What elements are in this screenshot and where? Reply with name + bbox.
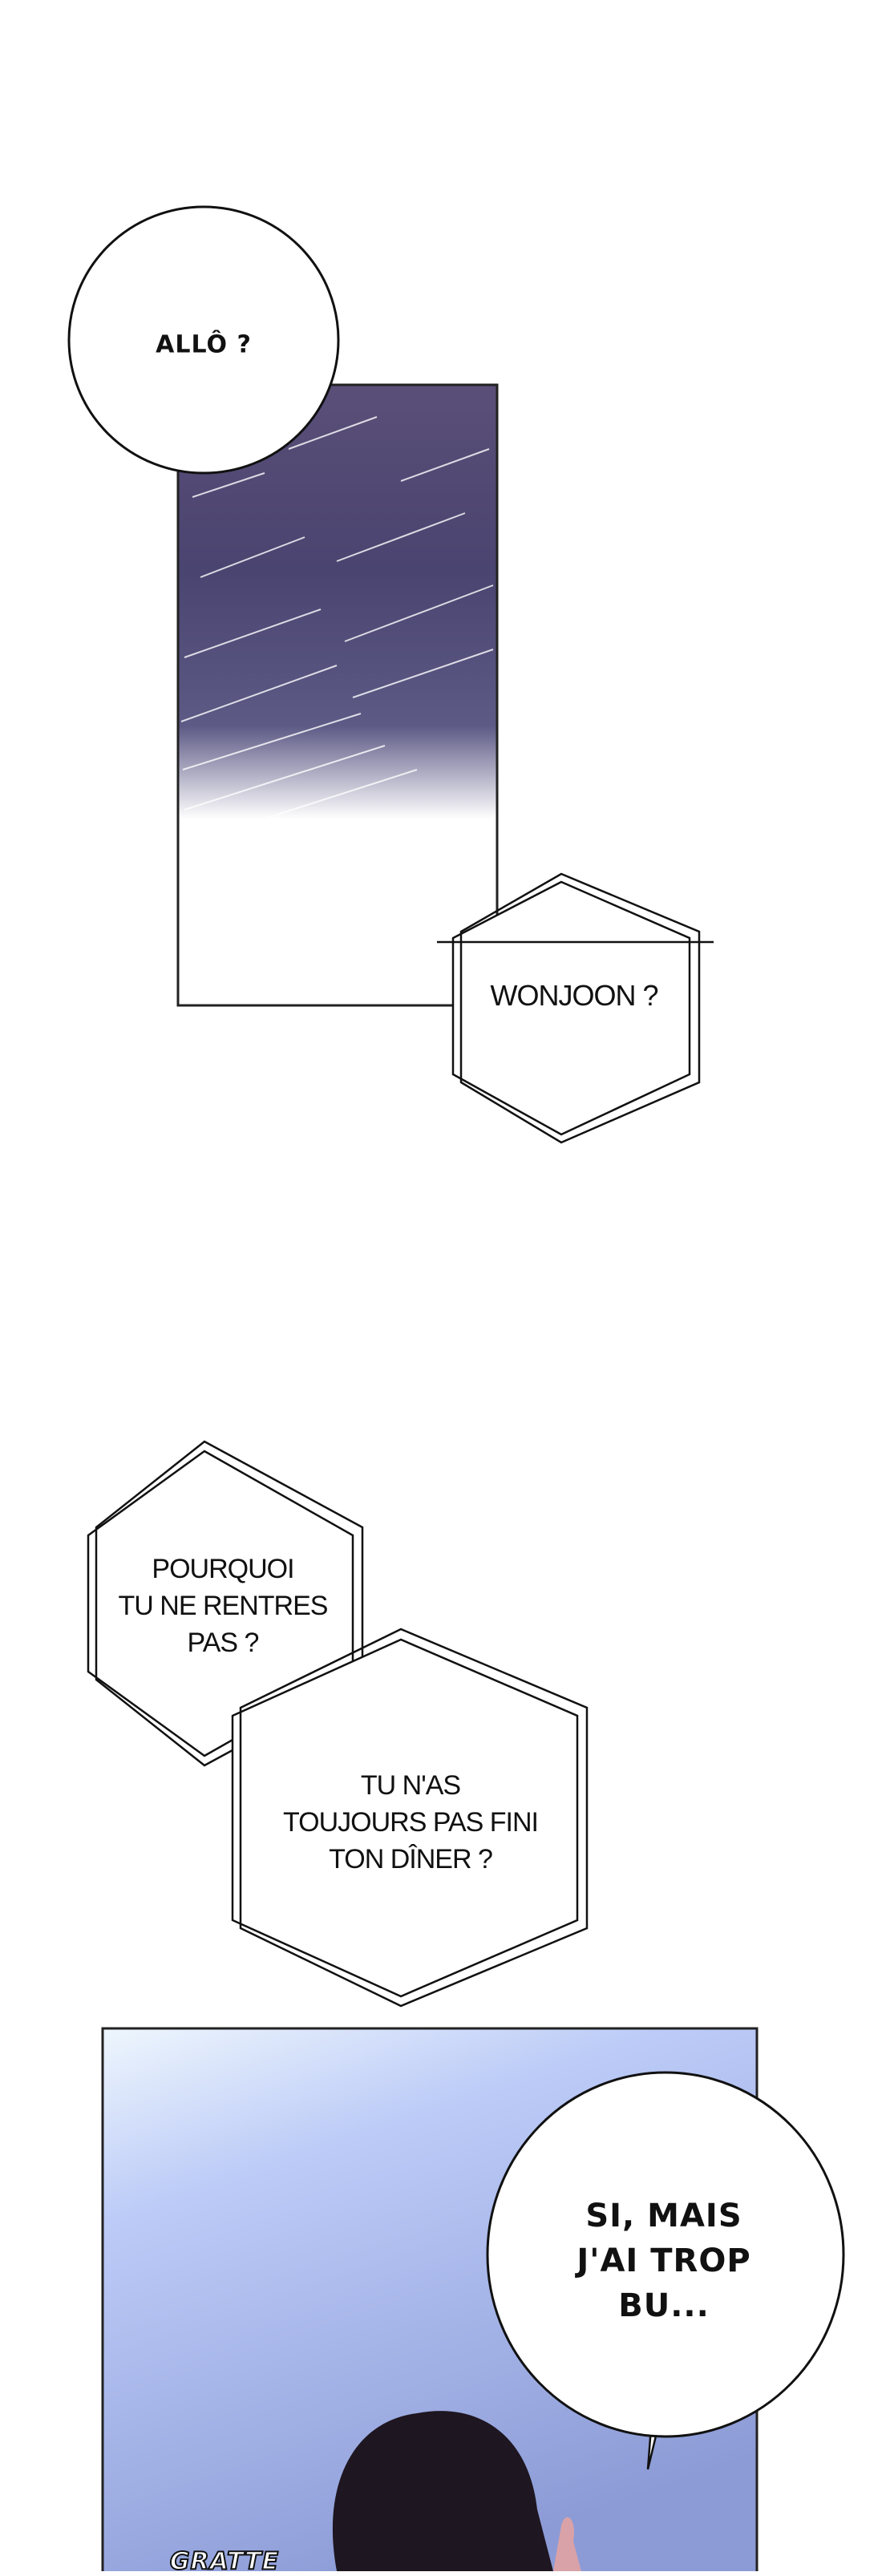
bubble-text-dinner: TU N'AS TOUJOURS PAS FINI TON DÎNER ? [282, 1770, 539, 1874]
bubble-text-hello: ALLÔ ? [156, 330, 252, 359]
hex-bubble-dinner [231, 1628, 589, 2008]
speech-bubble-drank [486, 2071, 845, 2470]
bubble-text-drank: SI, MAIS J'AI TROP BU... [576, 2198, 751, 2324]
panel-night-sky [176, 383, 499, 1007]
bubble-text-wonjoon: WONJOON ? [490, 979, 658, 1012]
character-hand [553, 2517, 581, 2571]
hex-bubble-wonjoon [437, 872, 714, 1144]
character-hair [332, 2411, 553, 2571]
bubble-text-why-not-home: POURQUOI TU NE RENTRES PAS ? [118, 1554, 329, 1658]
speech-bubble-hello [67, 205, 340, 475]
sfx-scratch: GRATTE [169, 2547, 280, 2576]
